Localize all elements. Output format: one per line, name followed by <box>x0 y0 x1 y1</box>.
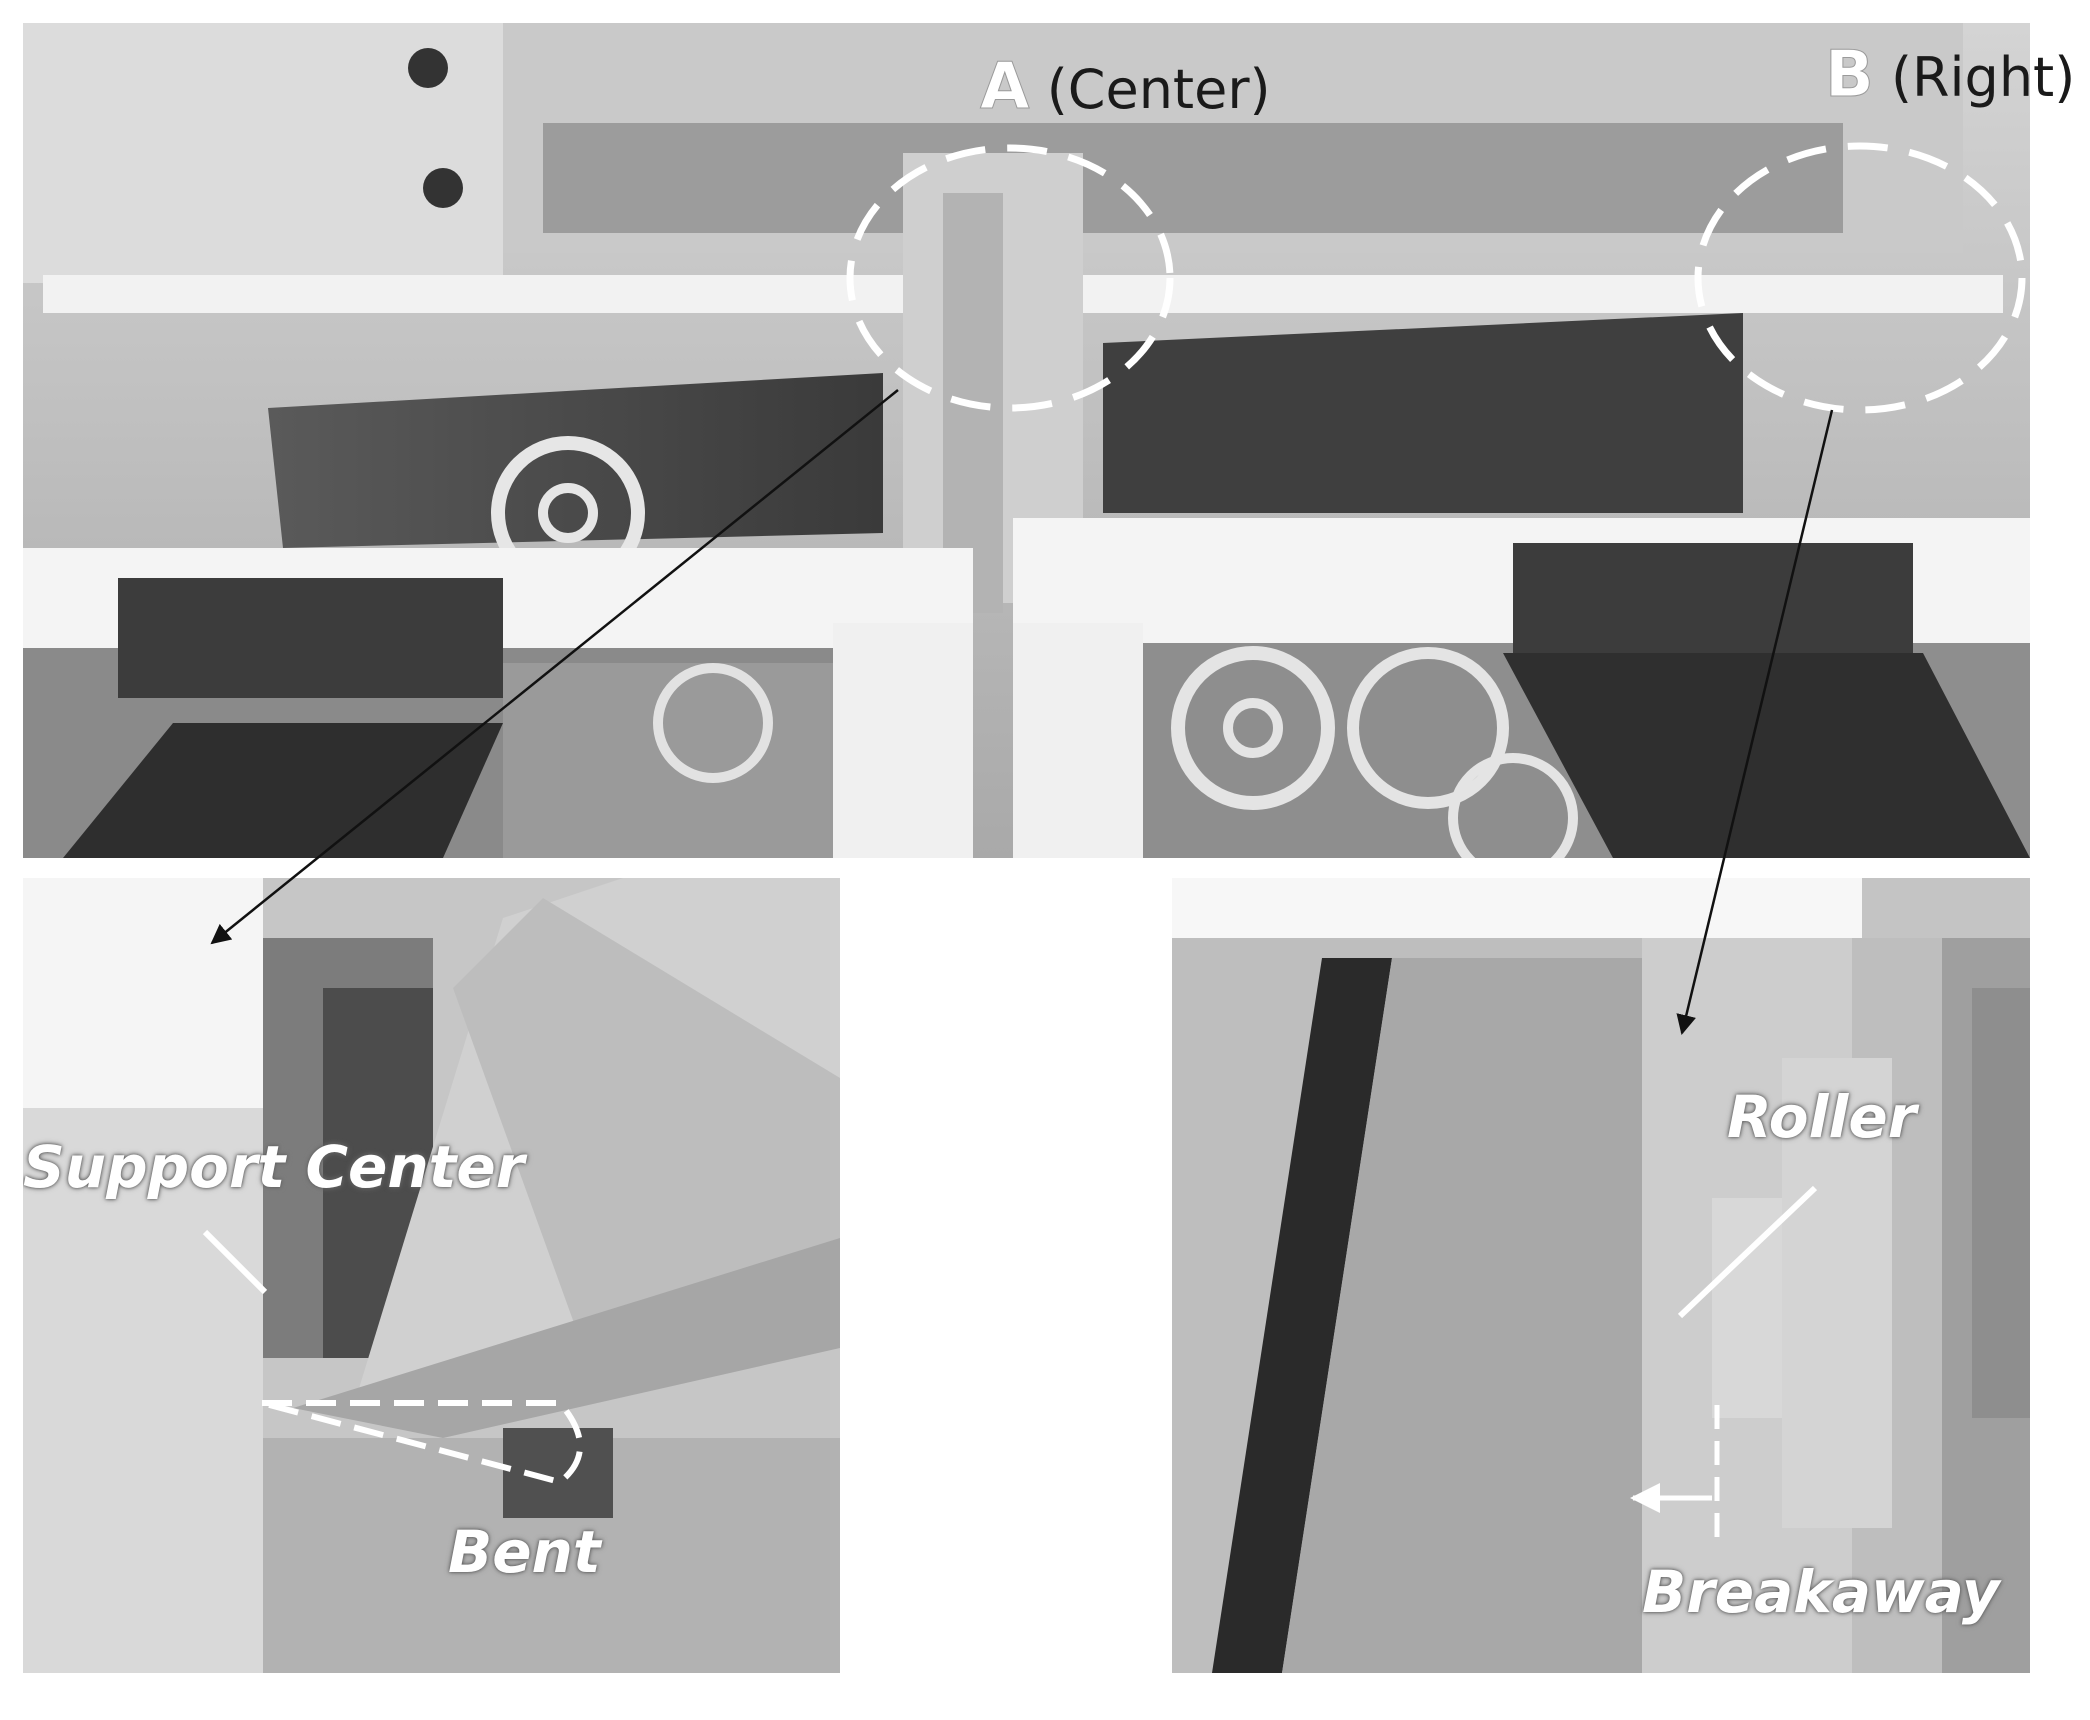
center-closeup-drawing <box>23 878 840 1673</box>
callout-b: B (Right) <box>1825 38 2076 113</box>
support-center-label: Support Center <box>23 1133 525 1201</box>
right-closeup-drawing <box>1172 878 2030 1673</box>
support-center-post <box>23 1108 263 1673</box>
callout-b-letter: B <box>1825 38 1875 113</box>
roller-label: Roller <box>1727 1083 1917 1151</box>
top-photo-drawing <box>23 23 2030 858</box>
breakaway-label: Breakaway <box>1642 1558 2000 1626</box>
roller-track <box>1282 958 1642 1673</box>
belt-edge <box>1212 958 1392 1673</box>
callout-a-letter: A <box>980 50 1031 125</box>
right-closeup-panel: Roller Breakaway <box>1172 878 2030 1673</box>
right-belt <box>1103 313 1743 513</box>
callout-a-text: (Center) <box>1046 58 1271 121</box>
callout-a: A (Center) <box>980 50 1271 125</box>
callout-b-text: (Right) <box>1890 46 2076 109</box>
bent-label: Bent <box>448 1518 601 1586</box>
top-photo-panel <box>23 23 2030 858</box>
center-closeup-panel: Support Center Bent <box>23 878 840 1673</box>
